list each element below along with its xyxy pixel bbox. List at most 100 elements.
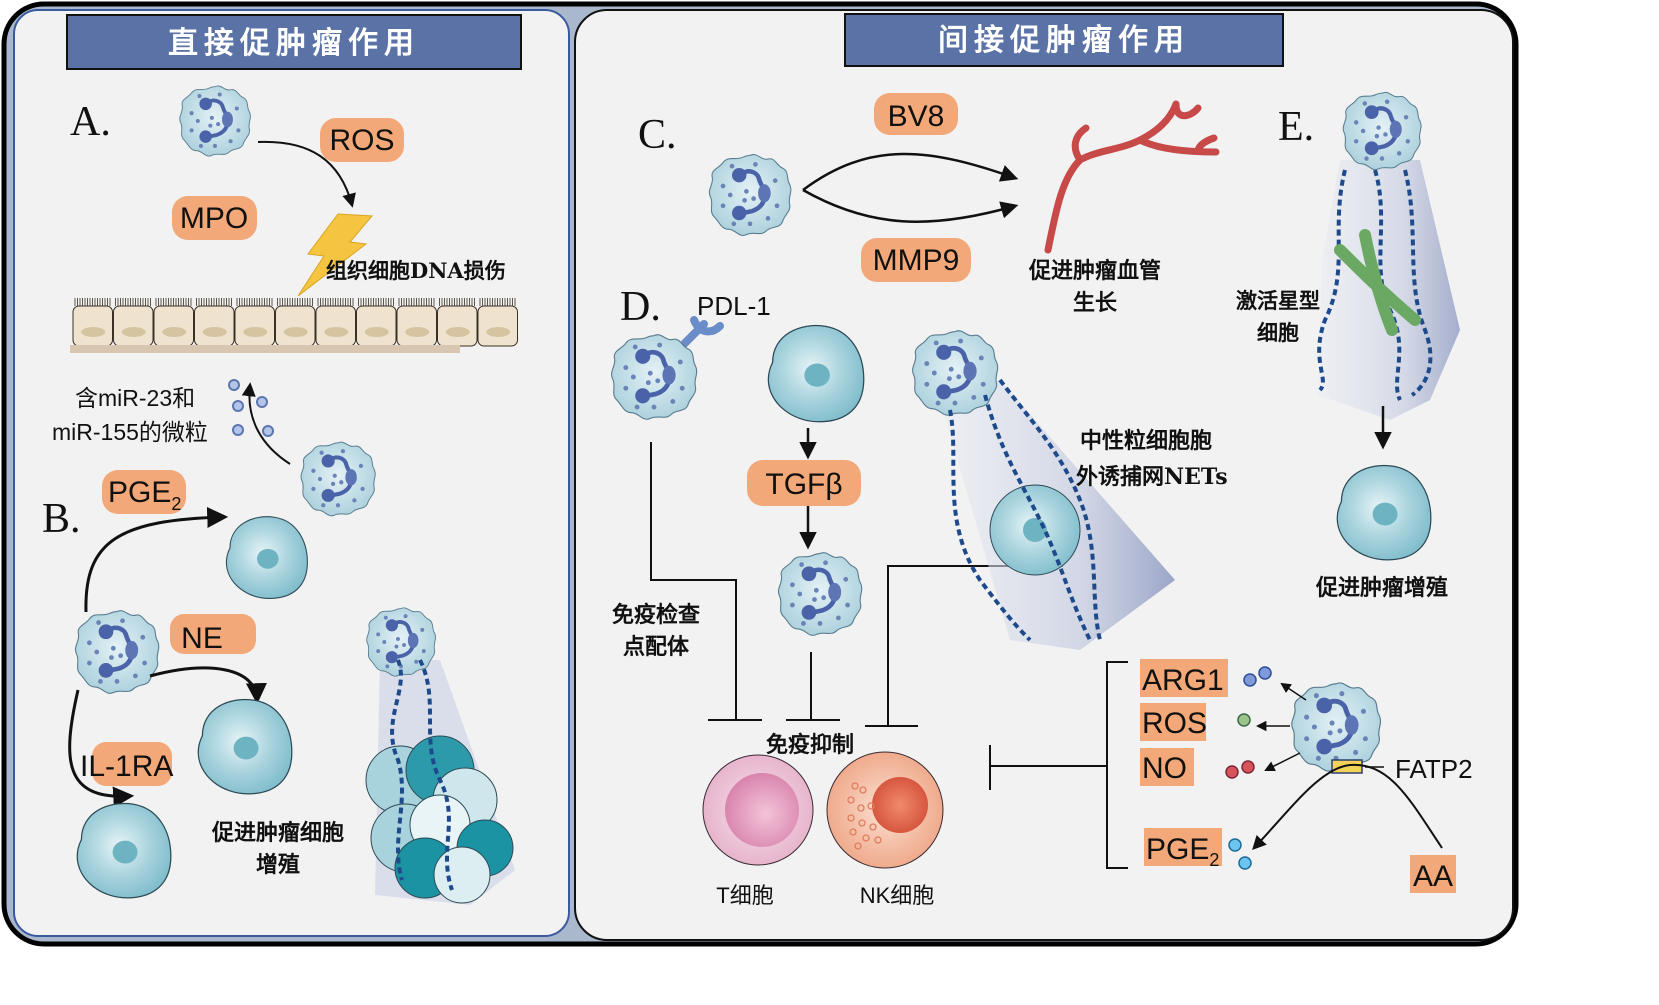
pill-aa <box>1410 855 1456 893</box>
label-proliferation-b-line1: 促进肿瘤细胞 <box>211 820 344 846</box>
section-b: B. PGE2 NE IL-1RA 促进肿瘤细胞 增殖 <box>42 470 515 905</box>
label-checkpoint-line2: 点配体 <box>623 634 690 660</box>
pill-mpo <box>172 196 257 240</box>
epithelial-cell <box>437 305 478 347</box>
label-t-cell: T细胞 <box>716 883 773 908</box>
label-stellate-line2: 细胞 <box>1257 320 1299 345</box>
pill-il1ra <box>92 742 172 786</box>
pill-mmp9 <box>861 238 971 282</box>
cilia <box>74 298 111 306</box>
cilia <box>479 298 516 306</box>
epithelial-cell <box>113 305 154 347</box>
epithelial-nucleus <box>486 327 511 337</box>
label-nets-line2: 外诱捕网NETs <box>1076 464 1228 490</box>
section-d-letter: D. <box>620 284 661 330</box>
section-a-letter: A. <box>70 99 111 145</box>
arrow-pge2 <box>84 506 229 613</box>
epithelial-cell <box>275 305 316 347</box>
section-e: E. 激活星型 细胞 促进肿瘤增殖 <box>1236 92 1460 601</box>
nk-cell <box>826 751 944 869</box>
inhibit-line-tgfb <box>786 652 840 721</box>
ros-molecule <box>1237 713 1251 727</box>
stellate-cell-icon <box>1334 229 1421 336</box>
bracket <box>1106 661 1128 869</box>
cilia <box>155 298 192 306</box>
arrow-no <box>1264 752 1301 771</box>
cilia <box>439 298 475 306</box>
lightning-icon <box>297 213 374 297</box>
label-mpo: MPO <box>180 202 248 235</box>
nets-structure <box>913 331 1175 650</box>
label-stellate-line1: 激活星型 <box>1236 288 1320 313</box>
tumor-cell-b3 <box>76 802 172 899</box>
label-microparticles-line2: miR-155的微粒 <box>52 419 208 445</box>
pill-ne <box>170 614 256 654</box>
arrow-il1ra <box>68 689 135 808</box>
label-tgfb: TGFβ <box>765 468 842 501</box>
label-immunosuppression: 免疫抑制 <box>766 732 854 758</box>
epithelial-nucleus <box>81 327 106 337</box>
no-molecules <box>1225 760 1255 779</box>
neutrophil-microparticle-source <box>301 442 375 516</box>
label-no: NO <box>1142 752 1187 785</box>
neutrophil-b <box>75 611 158 694</box>
label-pdl1: PDL-1 <box>697 291 771 321</box>
cilia <box>236 298 273 306</box>
section-d: D. PDL-1 TGFβ 免疫检查 点配体 中性粒细胞胞 外诱捕网NETs 免… <box>612 284 1473 908</box>
inhibit-line-mdsc <box>989 745 1107 790</box>
net-tumor-cluster <box>366 608 515 905</box>
blood-vessel-icon <box>1044 100 1220 254</box>
epithelial-cell <box>72 305 113 347</box>
left-panel-title: 直接促肿瘤作用 <box>168 26 420 61</box>
arrow-ne <box>149 666 267 705</box>
pill-tgfb <box>747 460 861 506</box>
pge2-molecules <box>1228 838 1252 870</box>
inhibit-line-checkpoint <box>650 442 762 721</box>
epithelial-cell <box>477 305 518 347</box>
right-panel-banner <box>844 13 1284 67</box>
pill-arg1 <box>1140 659 1228 697</box>
label-mmp9: MMP9 <box>873 244 960 277</box>
pill-ros-d <box>1140 703 1206 741</box>
label-dna-damage: 组织细胞DNA损伤 <box>326 258 506 283</box>
neutrophil-pdl1 <box>612 335 697 420</box>
pill-no <box>1140 748 1194 786</box>
section-c: C. BV8 MMP9 促进肿瘤血管 生长 <box>638 93 1220 316</box>
neutrophil-c <box>709 155 790 236</box>
mdsc-neutrophil <box>1292 683 1381 771</box>
epithelial-tissue <box>72 298 518 347</box>
cilia <box>277 298 313 306</box>
basement-membrane <box>70 345 460 353</box>
epithelial-nucleus <box>324 327 349 337</box>
epithelial-cell <box>234 305 275 347</box>
cilia <box>196 298 232 306</box>
pill-pge2-b <box>102 470 186 514</box>
pdl1-receptor-icon <box>676 316 724 352</box>
label-ros-a: ROS <box>329 124 394 157</box>
label-ne: NE <box>181 622 223 655</box>
label-aa: AA <box>1413 860 1453 893</box>
arg1-molecules <box>1243 666 1272 687</box>
epithelial-cell <box>315 305 356 347</box>
tumor-cell-d <box>767 324 865 423</box>
epithelial-nucleus <box>202 327 227 337</box>
t-cell <box>702 754 814 866</box>
label-proliferation-e: 促进肿瘤增殖 <box>1315 575 1448 601</box>
arrow-arg1 <box>1280 682 1307 701</box>
epithelial-nucleus <box>364 327 389 337</box>
arrow-aa-to-pge2 <box>1252 763 1443 851</box>
label-checkpoint-line1: 免疫检查 <box>612 602 700 628</box>
label-microparticles-line1: 含miR-23和 <box>75 385 195 411</box>
epithelial-nucleus <box>121 327 146 337</box>
section-c-letter: C. <box>638 112 677 158</box>
epithelial-cell <box>153 305 194 347</box>
pill-pge2-d <box>1144 828 1222 866</box>
tumor-cell-b1 <box>225 516 308 599</box>
label-nets-line1: 中性粒细胞胞 <box>1080 428 1212 454</box>
arrow-bv8 <box>802 152 1019 192</box>
cilia <box>398 298 435 306</box>
label-angiogenesis-line1: 促进肿瘤血管 <box>1028 258 1161 284</box>
epithelial-nucleus <box>445 327 470 337</box>
epithelial-nucleus <box>243 327 268 337</box>
